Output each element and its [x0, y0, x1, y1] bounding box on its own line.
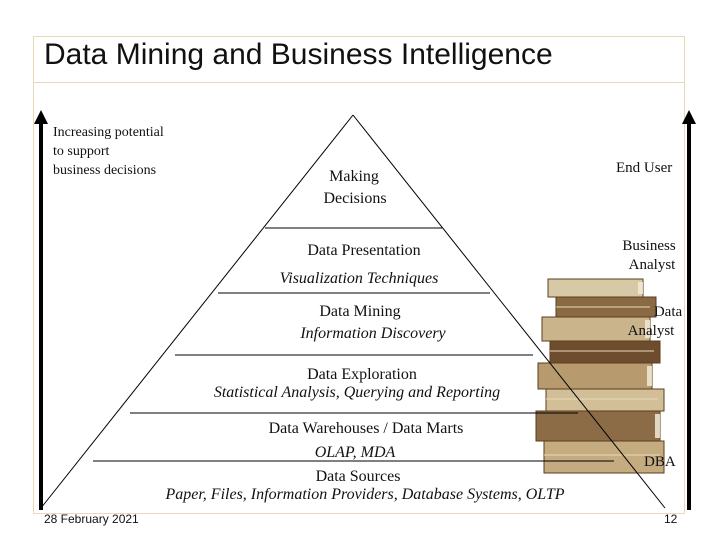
- role-data-analyst-line-1: Data: [653, 304, 683, 320]
- role-end-user: End User: [616, 160, 673, 176]
- role-dba: DBA: [644, 454, 676, 470]
- title-divider: [33, 82, 685, 83]
- level-4-line-2: Statistical Analysis, Querying and Repor…: [213, 384, 501, 401]
- footer-date: 28 February 2021: [44, 512, 139, 526]
- left-caption-line-3: business decisions: [53, 163, 157, 178]
- pyramid-left-edge: [40, 114, 354, 509]
- slide-frame: [33, 36, 685, 514]
- level-6-line-1: Data Sources: [315, 468, 401, 485]
- level-3-line-1: Data Mining: [319, 303, 401, 320]
- right-arrow-shaft: [687, 122, 691, 510]
- left-caption-line-1: Increasing potential: [53, 125, 164, 140]
- pyramid-right-edge: [352, 114, 666, 509]
- slide-title: Data Mining and Business Intelligence: [44, 38, 553, 71]
- left-caption-line-2: to support: [53, 144, 110, 159]
- level-2-line-1: Data Presentation: [307, 242, 421, 259]
- level-3-line-2: Information Discovery: [300, 325, 446, 342]
- left-arrow-up-icon: [34, 110, 48, 124]
- level-1-line-2: Decisions: [323, 190, 387, 207]
- level-1-line-1: Making: [329, 168, 379, 185]
- right-arrow-up-icon: [682, 110, 696, 124]
- page-number: 12: [664, 512, 678, 526]
- level-4-line-1: Data Exploration: [307, 366, 417, 383]
- left-arrow-shaft: [39, 122, 43, 510]
- book-stack-icon: [535, 278, 665, 474]
- level-5-line-2: OLAP, MDA: [314, 444, 396, 461]
- level-2-line-2: Visualization Techniques: [279, 270, 439, 287]
- role-data-analyst-line-2: Analyst: [627, 323, 675, 339]
- level-6-line-2: Paper, Files, Information Providers, Dat…: [165, 486, 565, 503]
- role-business-analyst-line-2: Analyst: [628, 257, 676, 273]
- level-5-line-1: Data Warehouses / Data Marts: [268, 420, 464, 437]
- role-business-analyst-line-1: Business: [622, 238, 676, 254]
